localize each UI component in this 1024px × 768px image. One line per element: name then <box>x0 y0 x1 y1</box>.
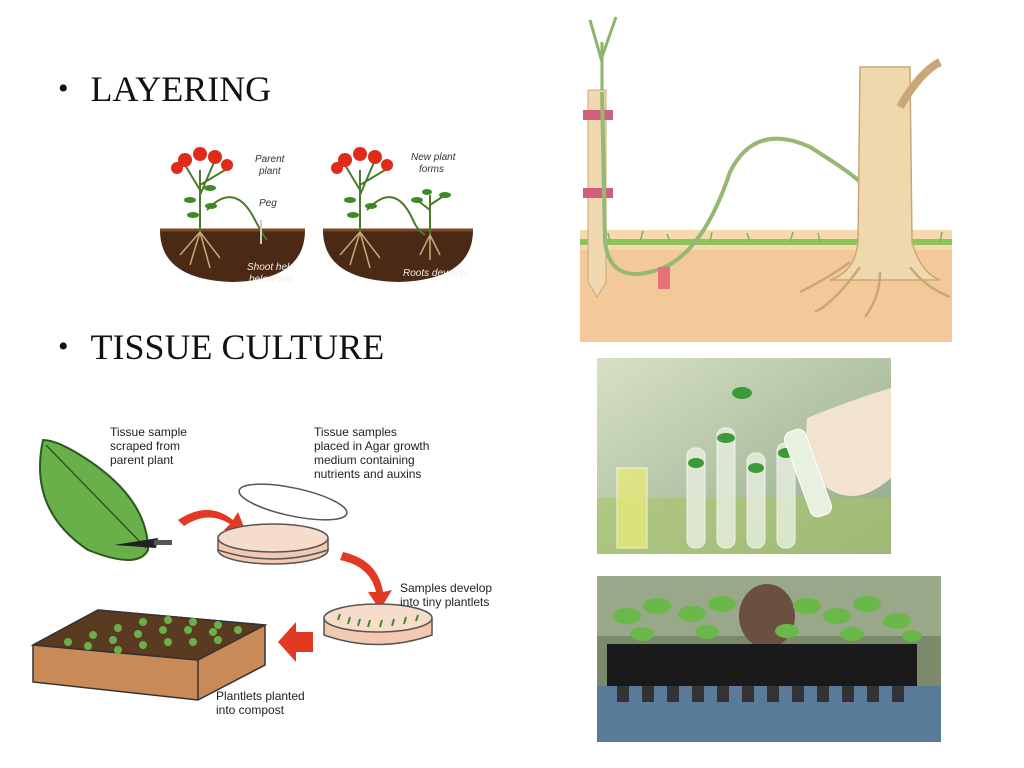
bullet-dot: • <box>58 72 69 105</box>
label-new-plant-1: New plant <box>411 152 457 163</box>
step3-label-1: Samples develop <box>400 581 492 595</box>
parent-plant-right-icon <box>331 147 426 269</box>
tree-trunk-icon <box>829 66 941 281</box>
label-shoot-held-1: Shoot held <box>247 262 295 273</box>
gloved-hand-icon <box>806 388 891 496</box>
layering-diagram: Parent plant Peg Shoot held below soil N… <box>160 147 473 285</box>
step2-label-3: medium containing <box>314 453 415 467</box>
step1-label-2: scraped from <box>110 439 180 453</box>
step1-label-3: parent plant <box>110 453 174 467</box>
bullet-dot: • <box>58 330 69 363</box>
parent-plant-left-icon <box>171 147 268 269</box>
label-new-plant-2: forms <box>419 164 444 175</box>
seedling-tray-icon <box>607 596 922 702</box>
step2-label-2: placed in Agar growth <box>314 439 429 453</box>
label-peg: Peg <box>259 198 277 209</box>
petri-dish-plantlets-icon <box>323 603 433 646</box>
step4-label-1: Plantlets planted <box>216 689 305 703</box>
compost-tray-icon <box>30 609 268 701</box>
new-plant-icon <box>411 189 451 260</box>
arrow-icon <box>278 622 313 662</box>
tissue-culture-diagram: Tissue sample scraped from parent plant … <box>30 425 492 717</box>
scalpel-icon <box>114 538 172 548</box>
step4-label-2: into compost <box>216 703 285 717</box>
step1-label-1: Tissue sample <box>110 425 187 439</box>
heading-tissue-culture: TISSUE CULTURE <box>90 327 385 367</box>
person-icon <box>739 584 795 648</box>
arrow-icon <box>178 510 246 532</box>
step2-label-4: nutrients and auxins <box>314 467 421 481</box>
step2-label-1: Tissue samples <box>314 425 397 439</box>
arrow-icon <box>340 552 392 610</box>
label-shoot-held-2: below soil <box>249 274 294 285</box>
label-parent-plant-2: plant <box>258 166 282 177</box>
bent-stem-icon <box>600 91 862 276</box>
soil-right-icon <box>323 230 473 282</box>
heading-layering: LAYERING <box>90 69 272 109</box>
label-parent-plant-1: Parent <box>255 154 286 165</box>
seedling-tray-photo <box>597 576 941 742</box>
petri-dish-agar-icon <box>217 483 348 565</box>
test-tube-photo <box>597 358 891 554</box>
tie-icon <box>583 110 613 120</box>
bullet-layering: • LAYERING <box>58 68 271 110</box>
label-roots-develop: Roots develop <box>403 268 467 279</box>
layering-illustration <box>580 16 952 342</box>
bullet-tissue-culture: • TISSUE CULTURE <box>58 326 384 368</box>
step3-label-2: into tiny plantlets <box>400 595 489 609</box>
leaf-icon <box>39 438 150 561</box>
test-tube-icon <box>616 427 796 549</box>
